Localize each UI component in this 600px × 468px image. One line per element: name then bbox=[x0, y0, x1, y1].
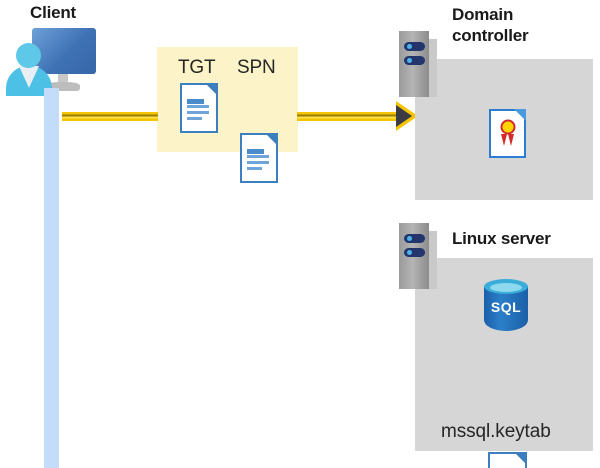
arrow-right-icon-fill bbox=[396, 105, 412, 127]
certificate-document-icon bbox=[489, 109, 526, 158]
monitor-base-icon bbox=[46, 82, 80, 91]
client-label: Client bbox=[30, 3, 77, 22]
keytab-document-icon bbox=[488, 452, 527, 468]
spn-document-icon bbox=[240, 133, 278, 183]
arrow-shaft-right bbox=[297, 112, 398, 121]
monitor-screen-icon bbox=[32, 28, 96, 74]
tgt-document-icon bbox=[180, 83, 218, 133]
sql-database-icon: SQL bbox=[484, 279, 528, 331]
tgt-label: TGT bbox=[178, 57, 216, 78]
domain-controller-server-icon bbox=[399, 31, 437, 97]
linux-server-icon bbox=[399, 223, 437, 289]
person-collar-icon bbox=[19, 66, 39, 88]
user-computer-icon bbox=[6, 26, 100, 96]
arrow-shaft-left bbox=[62, 112, 158, 121]
sql-database-caption: SQL bbox=[490, 299, 522, 315]
spn-label: SPN bbox=[237, 57, 276, 78]
keytab-filename-caption: mssql.keytab bbox=[441, 421, 551, 442]
monitor-neck-icon bbox=[58, 74, 68, 84]
domain-controller-label: Domain controller bbox=[452, 5, 529, 45]
person-head-icon bbox=[16, 43, 41, 68]
client-lifeline bbox=[44, 88, 59, 468]
linux-server-label: Linux server bbox=[452, 229, 551, 248]
